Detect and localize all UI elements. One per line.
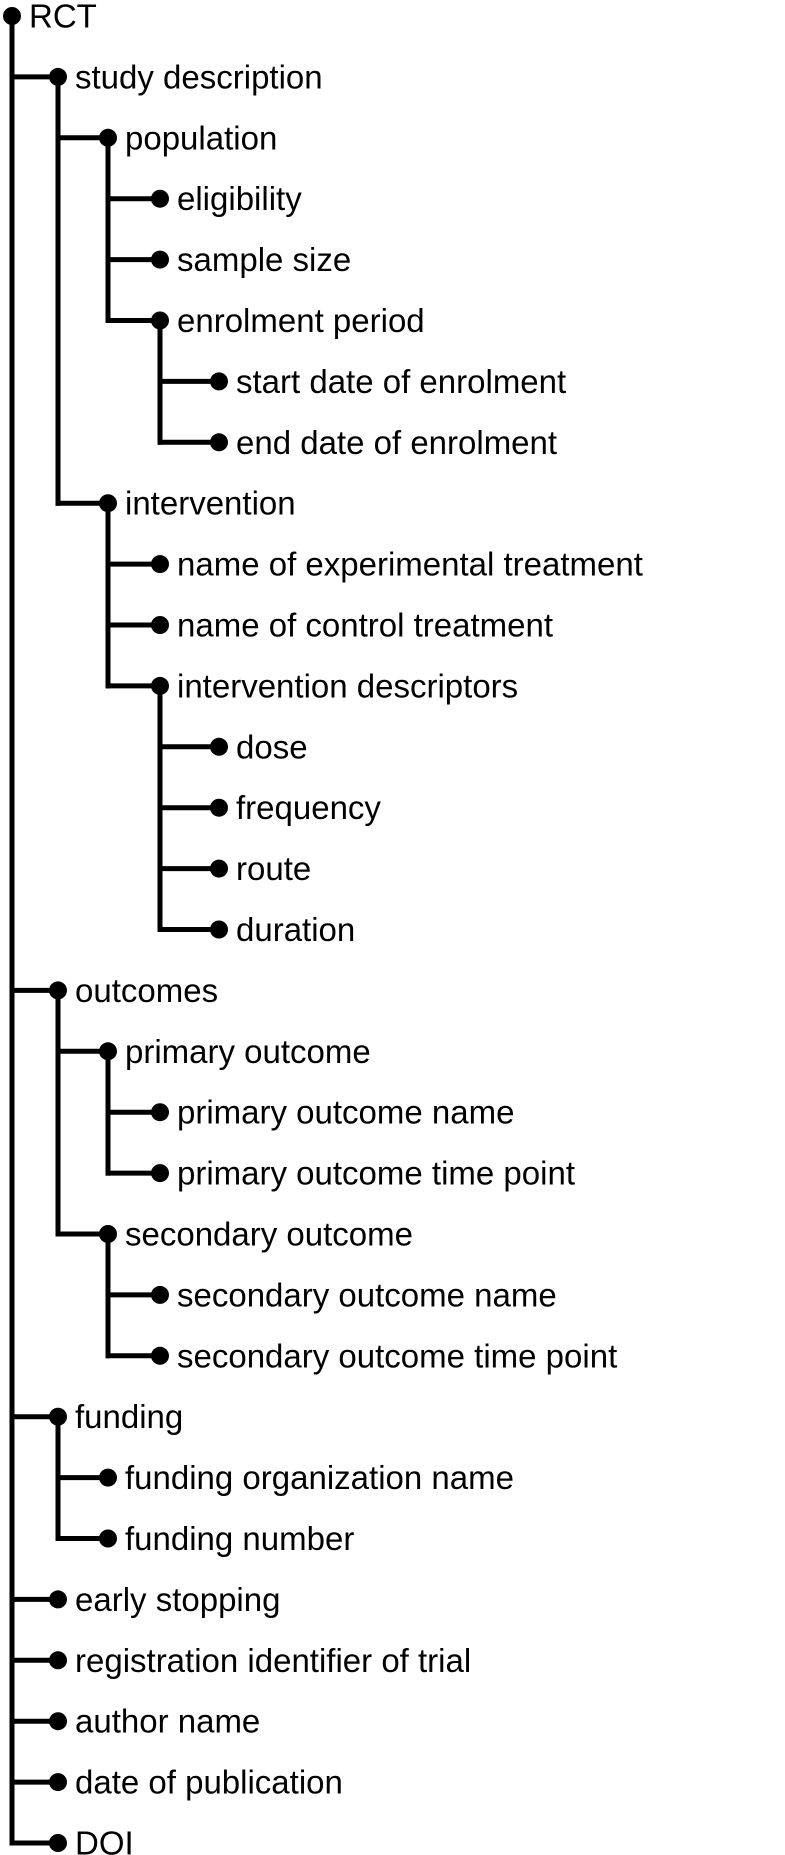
- node-label-secondary-outcome-name: secondary outcome name: [177, 1276, 557, 1313]
- node-dot-author-name: [49, 1712, 67, 1731]
- node-dot-start-date-of-enrolment: [210, 372, 228, 391]
- node-dot-primary-outcome-name: [151, 1103, 169, 1122]
- node-label-route: route: [236, 850, 311, 887]
- node-dot-date-of-publication: [49, 1773, 67, 1792]
- node-label-primary-outcome: primary outcome: [125, 1033, 371, 1070]
- node-label-rct: RCT: [29, 0, 97, 35]
- node-dot-early-stopping: [49, 1590, 67, 1609]
- node-label-start-date-of-enrolment: start date of enrolment: [236, 363, 566, 400]
- node-dot-secondary-outcome-time-point: [151, 1346, 169, 1365]
- node-label-population: population: [125, 119, 277, 156]
- node-label-enrolment-period: enrolment period: [177, 302, 425, 339]
- node-dot-end-date-of-enrolment: [210, 433, 228, 452]
- node-label-name-of-control-treatment: name of control treatment: [177, 607, 553, 644]
- node-dot-duration: [210, 920, 228, 939]
- node-label-author-name: author name: [75, 1703, 260, 1740]
- node-dot-study-description: [49, 67, 67, 86]
- node-label-study-description: study description: [75, 58, 323, 95]
- node-label-early-stopping: early stopping: [75, 1581, 280, 1618]
- node-label-intervention-descriptors: intervention descriptors: [177, 667, 518, 704]
- node-label-date-of-publication: date of publication: [75, 1764, 343, 1801]
- node-label-intervention: intervention: [125, 485, 296, 522]
- node-label-duration: duration: [236, 911, 355, 948]
- node-dot-route: [210, 859, 228, 878]
- node-label-funding-number: funding number: [125, 1520, 354, 1557]
- node-dot-funding: [49, 1407, 67, 1426]
- node-label-dose: dose: [236, 728, 308, 765]
- node-dot-enrolment-period: [151, 311, 169, 330]
- node-dot-funding-number: [99, 1529, 117, 1548]
- node-dot-name-of-control-treatment: [151, 616, 169, 634]
- node-label-secondary-outcome: secondary outcome: [125, 1216, 413, 1253]
- node-label-doi: DOI: [75, 1825, 134, 1855]
- node-dot-registration-identifier-of-trial: [49, 1651, 67, 1670]
- node-dot-funding-organization-name: [99, 1468, 117, 1487]
- node-dot-outcomes: [49, 981, 67, 1000]
- node-dot-intervention-descriptors: [151, 676, 169, 695]
- node-dot-population: [99, 128, 117, 147]
- node-label-secondary-outcome-time-point: secondary outcome time point: [177, 1337, 617, 1374]
- node-label-sample-size: sample size: [177, 241, 351, 278]
- node-dot-rct: [3, 7, 21, 25]
- node-dot-secondary-outcome-name: [151, 1285, 169, 1304]
- node-dot-doi: [49, 1834, 67, 1852]
- node-dot-primary-outcome-time-point: [151, 1164, 169, 1183]
- node-dot-frequency: [210, 798, 228, 817]
- node-label-funding-organization-name: funding organization name: [125, 1459, 514, 1496]
- node-dot-eligibility: [151, 189, 169, 208]
- node-label-name-of-experimental-treatment: name of experimental treatment: [177, 546, 643, 583]
- node-dot-dose: [210, 737, 228, 756]
- node-label-funding: funding: [75, 1398, 183, 1435]
- node-dot-name-of-experimental-treatment: [151, 555, 169, 574]
- node-dot-intervention: [99, 494, 117, 513]
- node-label-eligibility: eligibility: [177, 180, 302, 217]
- node-dot-secondary-outcome: [99, 1225, 117, 1243]
- node-dot-sample-size: [151, 250, 169, 269]
- node-label-registration-identifier-of-trial: registration identifier of trial: [75, 1642, 471, 1679]
- node-label-end-date-of-enrolment: end date of enrolment: [236, 424, 557, 461]
- node-label-frequency: frequency: [236, 789, 381, 826]
- node-label-primary-outcome-time-point: primary outcome time point: [177, 1155, 575, 1192]
- node-label-outcomes: outcomes: [75, 972, 218, 1009]
- node-label-primary-outcome-name: primary outcome name: [177, 1094, 514, 1131]
- node-dot-primary-outcome: [99, 1042, 117, 1061]
